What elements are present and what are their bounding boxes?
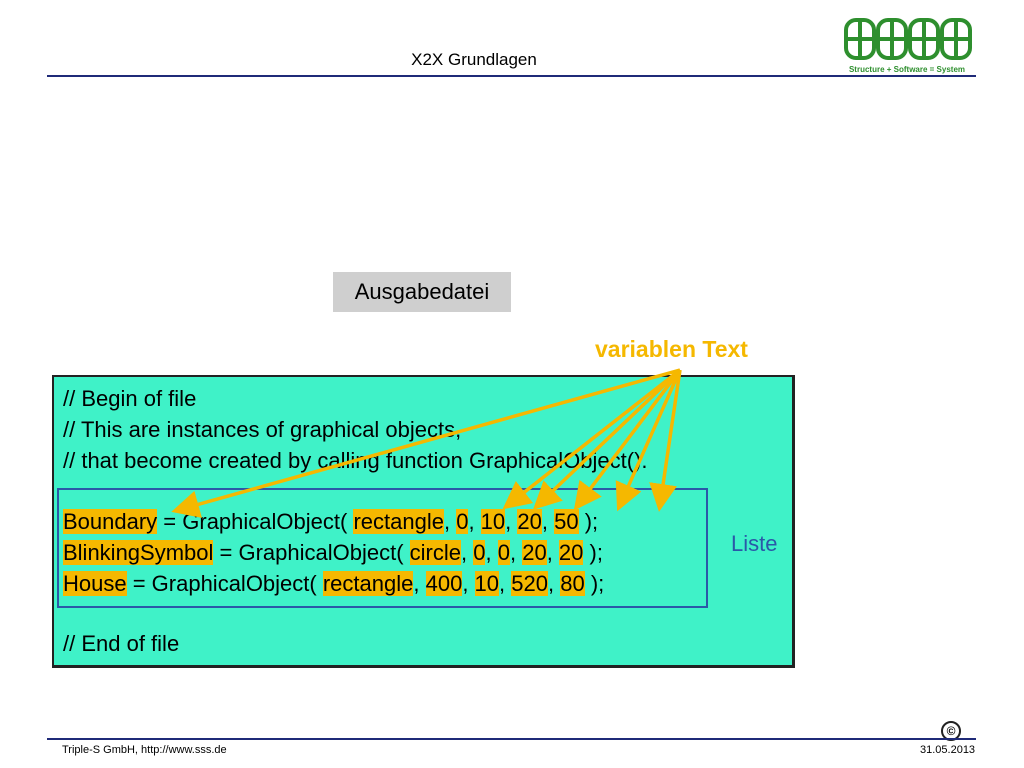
list-frame xyxy=(57,488,708,608)
param-d: 80 xyxy=(560,571,585,596)
param-c: 520 xyxy=(511,571,548,596)
param-a: 0 xyxy=(456,509,469,534)
param-a: 400 xyxy=(425,571,463,596)
shape-param: circle xyxy=(409,540,461,565)
object-name: Boundary xyxy=(63,509,158,534)
arrow-to-param-a xyxy=(532,368,682,510)
arrow-to-param-d xyxy=(649,369,682,512)
code-row-house: House = GraphicalObject( rectangle, 400,… xyxy=(63,571,605,596)
footer-company: Triple-S GmbH, http://www.sss.de xyxy=(62,744,227,756)
shape-param: rectangle xyxy=(353,509,444,534)
param-a: 0 xyxy=(473,540,486,565)
code-comment-begin: // Begin of file xyxy=(63,386,197,411)
code-comment-end: // End of file xyxy=(63,631,180,656)
shape-param: rectangle xyxy=(322,571,414,596)
arrow-to-param-c xyxy=(615,369,682,512)
param-b: 10 xyxy=(474,571,500,596)
close-text: ); xyxy=(583,540,603,565)
list-label: Liste xyxy=(731,531,778,556)
footer-date: 31.05.2013 xyxy=(920,744,976,756)
code-row-boundary: Boundary = GraphicalObject( rectangle, 0… xyxy=(63,509,599,534)
close-text: ); xyxy=(578,509,599,534)
arrow-to-name xyxy=(171,368,681,518)
arrow-to-param-b xyxy=(573,368,682,511)
sss-logo-icon xyxy=(844,18,972,60)
param-c: 20 xyxy=(517,509,542,534)
param-c: 20 xyxy=(522,540,547,565)
call-text: = GraphicalObject( xyxy=(213,540,410,565)
variable-text-label: variablen Text xyxy=(595,336,748,362)
param-b: 0 xyxy=(497,540,510,565)
logo-slogan: Structure + Software = System xyxy=(848,65,966,74)
copyright-icon: © xyxy=(941,721,961,741)
code-row-blinkingsymbol: BlinkingSymbol = GraphicalObject( circle… xyxy=(63,540,603,565)
param-d: 50 xyxy=(554,509,579,534)
param-d: 20 xyxy=(558,540,584,565)
code-comment-objects: // This are instances of graphical objec… xyxy=(63,417,462,442)
output-file-label: Ausgabedatei xyxy=(333,272,511,312)
slide-title: X2X Grundlagen xyxy=(411,50,537,69)
footer-divider xyxy=(47,738,976,740)
param-b: 10 xyxy=(480,509,506,534)
call-text: = GraphicalObject( xyxy=(126,571,323,596)
header-divider xyxy=(47,75,976,77)
object-name: House xyxy=(63,571,127,596)
close-text: ); xyxy=(584,571,605,596)
object-name: BlinkingSymbol xyxy=(63,540,214,565)
